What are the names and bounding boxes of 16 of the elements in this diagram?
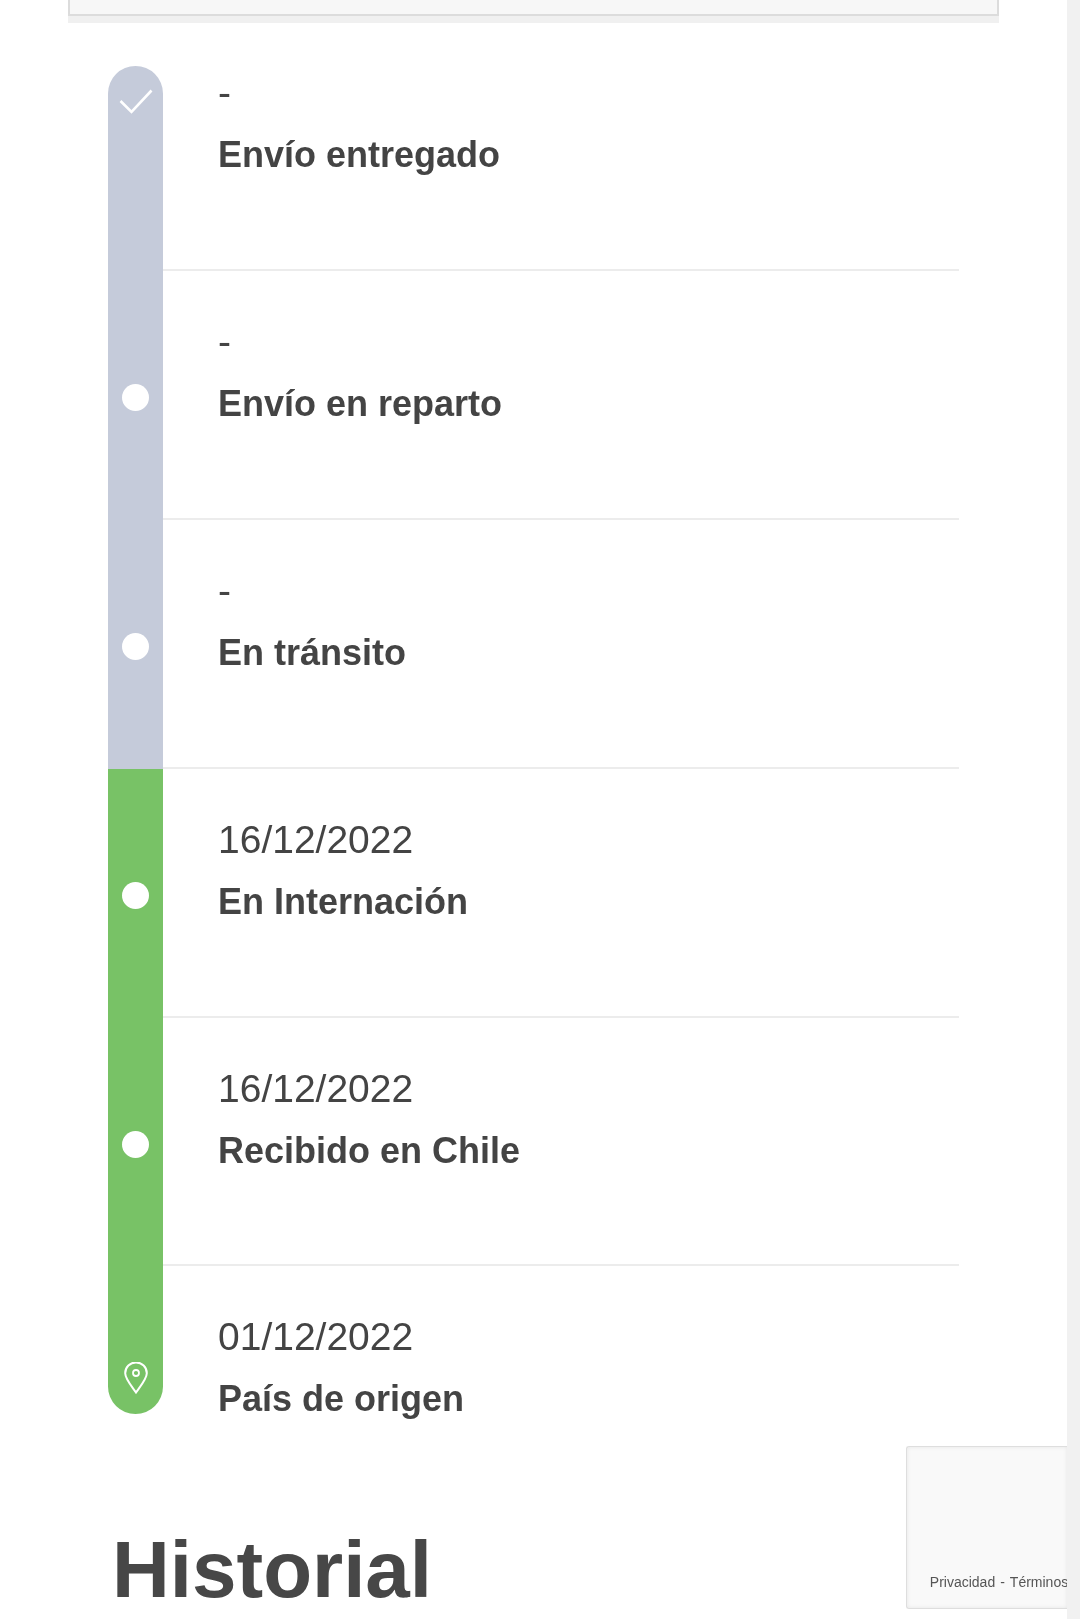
status-date: -	[218, 70, 231, 116]
status-title: Envío entregado	[218, 133, 501, 177]
status-date: 16/12/2022	[218, 1066, 414, 1112]
status-date: -	[218, 568, 231, 614]
status-date: -	[218, 319, 231, 365]
link-separator: -	[1000, 1574, 1005, 1591]
privacy-link: Privacidad	[929, 1574, 996, 1591]
status-date: 16/12/2022	[218, 817, 414, 863]
status-date: 01/12/2022	[218, 1314, 414, 1360]
section-heading: Historial	[112, 1524, 433, 1616]
status-title: Envío en reparto	[218, 382, 503, 426]
status-title: En Internación	[218, 880, 469, 924]
status-title: Recibido en Chile	[218, 1129, 521, 1173]
status-title: País de origen	[218, 1377, 465, 1421]
status-title: En tránsito	[218, 631, 406, 675]
terms-link: Términos	[1009, 1574, 1069, 1591]
